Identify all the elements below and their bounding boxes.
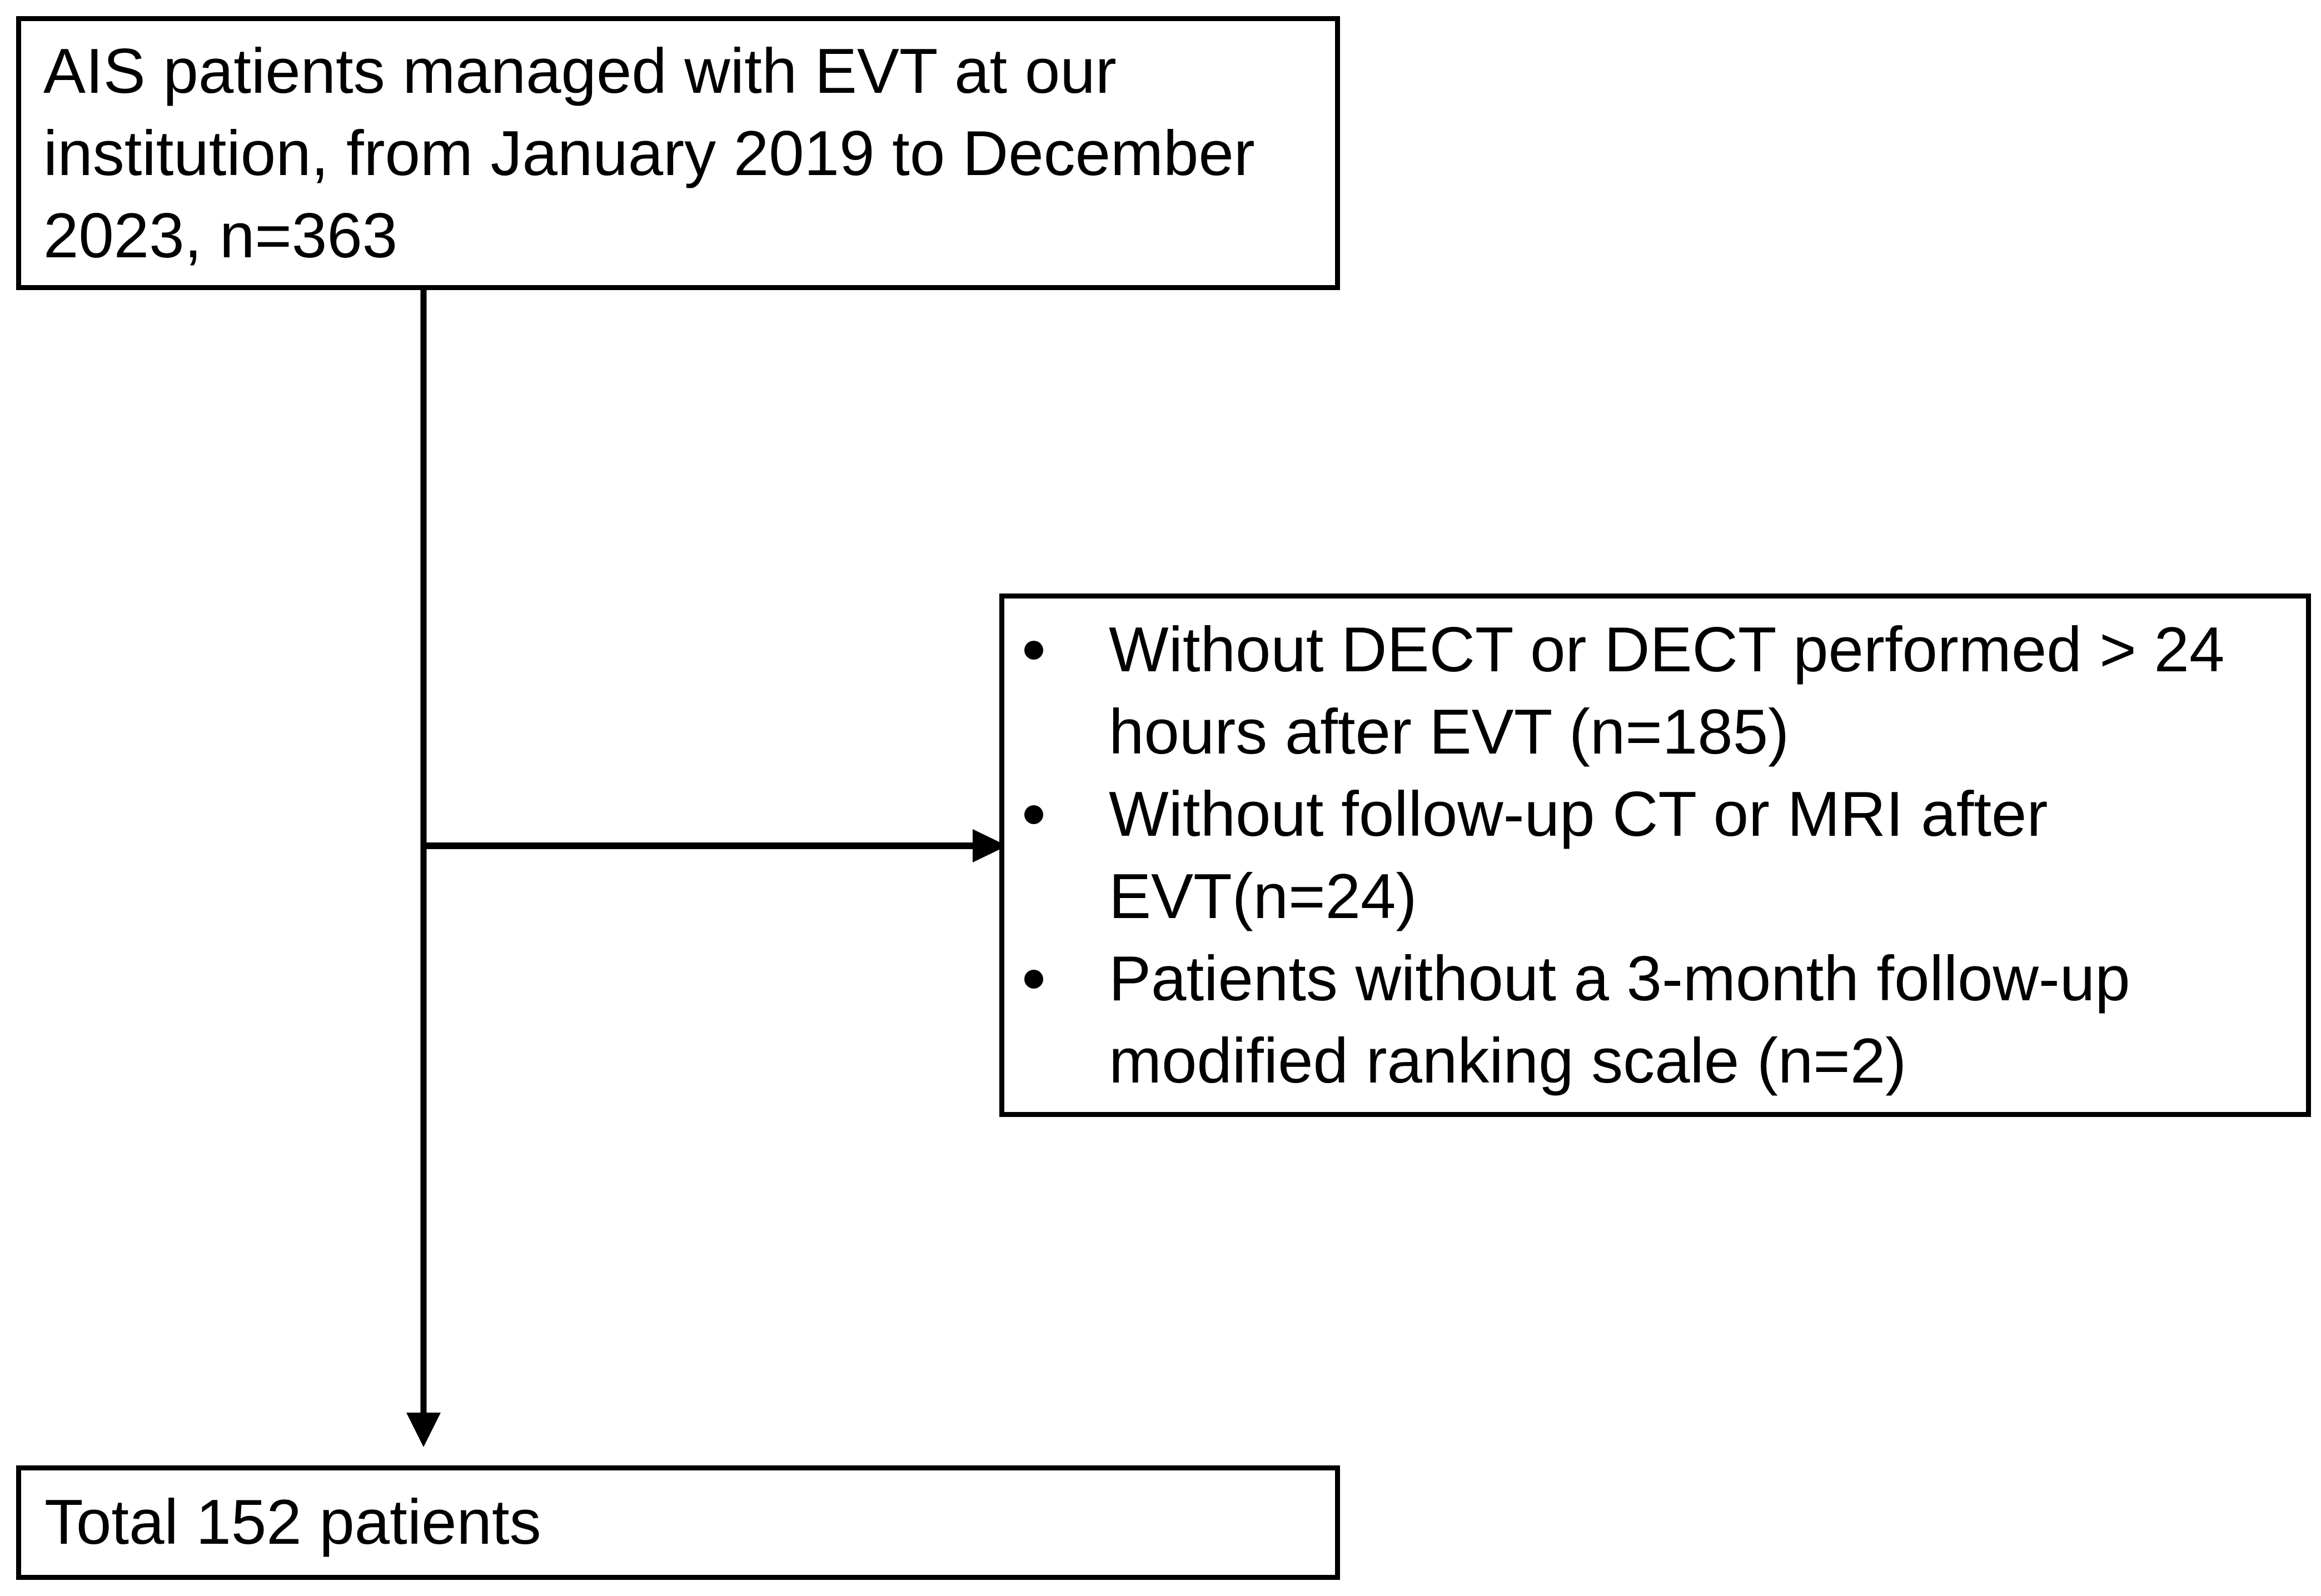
exclusion-item: Without DECT or DECT performed > 24 hour… xyxy=(1004,609,2292,774)
enrollment-box: AIS patients managed with EVT at our ins… xyxy=(16,16,1340,290)
total-text: Total 152 patients xyxy=(44,1487,541,1558)
bullet-icon xyxy=(1024,970,1043,989)
exclusion-box: Without DECT or DECT performed > 24 hour… xyxy=(999,593,2311,1117)
exclusion-item: Without follow-up CT or MRI after EVT(n=… xyxy=(1004,774,2292,938)
arrowhead-down-icon xyxy=(406,1413,441,1447)
exclusion-list: Without DECT or DECT performed > 24 hour… xyxy=(1004,609,2292,1103)
total-box: Total 152 patients xyxy=(16,1465,1340,1580)
bullet-icon xyxy=(1024,805,1043,824)
exclusion-item-text: Without DECT or DECT performed > 24 hour… xyxy=(1109,615,2225,767)
exclusion-item: Patients without a 3-month follow-up mod… xyxy=(1004,938,2292,1103)
exclusion-item-text: Without follow-up CT or MRI after EVT(n=… xyxy=(1109,779,2048,932)
exclusion-item-text: Patients without a 3-month follow-up mod… xyxy=(1109,944,2130,1096)
enrollment-text: AIS patients managed with EVT at our ins… xyxy=(43,36,1255,271)
bullet-icon xyxy=(1024,641,1043,660)
